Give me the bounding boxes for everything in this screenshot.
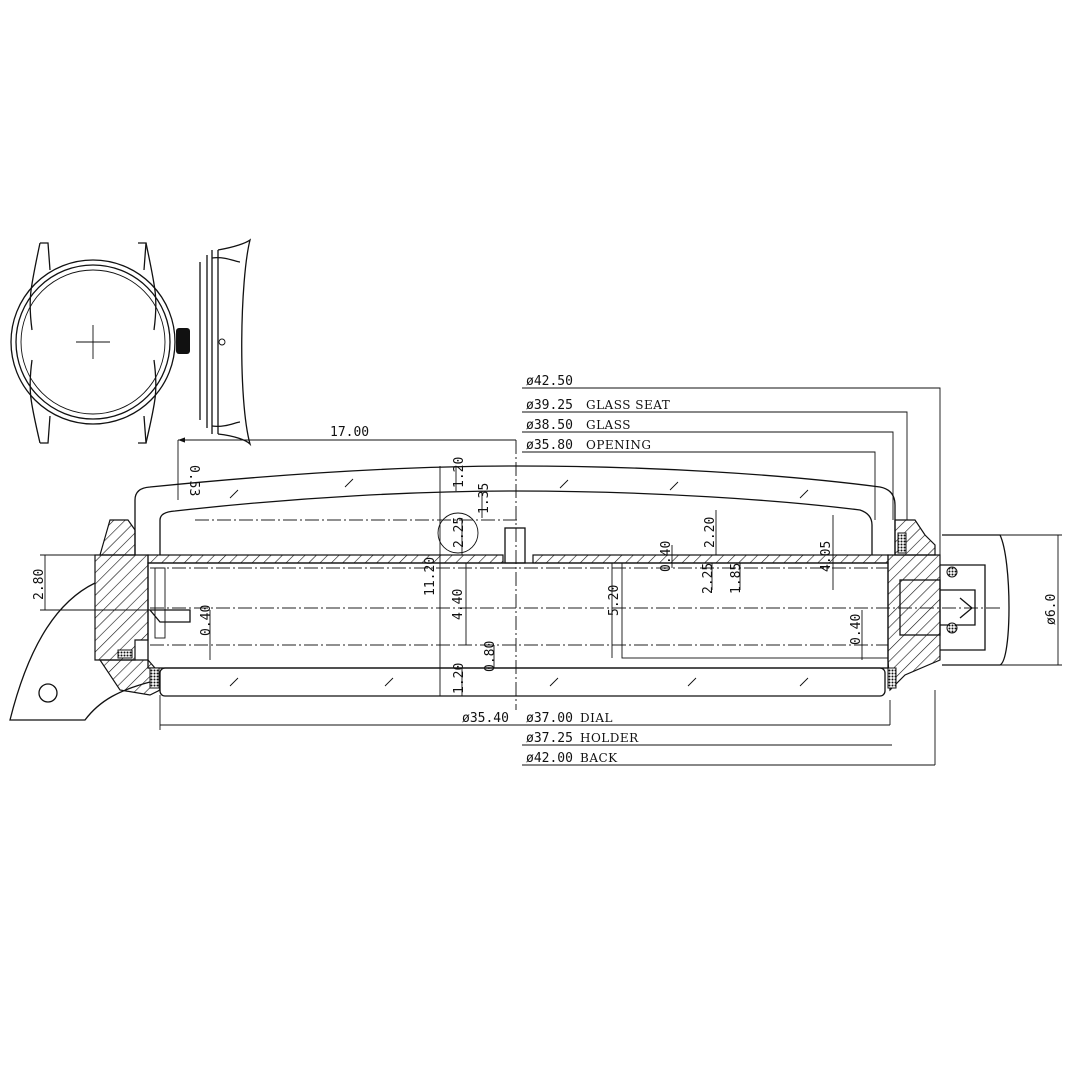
dim-movement-diameter: ø35.40 <box>462 711 509 726</box>
dim-glass-thickness: 1.20 <box>452 457 467 488</box>
dim-dial: ø37.00 <box>526 711 573 726</box>
dim-total-height: 11.20 <box>423 557 438 596</box>
dim-back: ø42.00 <box>526 751 573 766</box>
dim-glass-seat: ø39.25 <box>526 398 573 413</box>
dim-dial-gap: 2.25 <box>452 517 467 548</box>
dim-right-gap: 0.40 <box>849 614 864 645</box>
dim-glass-gap: 1.35 <box>477 483 492 514</box>
label-back: BACK <box>580 751 618 765</box>
side-view <box>199 238 252 447</box>
dim-seat-depth: 4.05 <box>819 541 834 572</box>
dim-back-thickness: 1.20 <box>452 663 467 694</box>
dim-movement-height: 4.40 <box>451 589 466 620</box>
dim-movement-total: 5.20 <box>607 585 622 616</box>
caseback <box>159 667 886 697</box>
dim-hands-clear: 2.25 <box>701 563 716 594</box>
dim-seat-height: 2.20 <box>703 517 718 548</box>
dim-back-gap: 0.80 <box>483 641 498 672</box>
dial-left <box>147 554 504 564</box>
case-outline <box>10 259 176 425</box>
dim-hands-height: 1.85 <box>729 563 744 594</box>
hand-stem <box>504 527 526 564</box>
dim-glass-angle: 0.53 <box>186 465 201 496</box>
dim-case-diameter: ø42.50 <box>526 374 573 389</box>
front-view <box>10 242 190 444</box>
dimension-lines <box>40 387 1062 766</box>
dim-glass: ø38.50 <box>526 418 573 433</box>
dim-dial-thickness: 0.40 <box>659 541 674 572</box>
detail-circle <box>437 512 479 554</box>
dim-half-width: 17.00 <box>330 425 369 440</box>
crown <box>942 534 1010 666</box>
case-left <box>9 519 161 721</box>
label-glass: GLASS <box>586 418 631 432</box>
dim-left-gap: 0.40 <box>199 605 214 636</box>
dial-right <box>532 554 889 564</box>
stem-detail <box>148 609 191 623</box>
label-opening: OPENING <box>586 438 652 452</box>
dim-case-side: 2.80 <box>32 569 47 600</box>
label-holder: HOLDER <box>580 731 639 745</box>
dim-opening: ø35.80 <box>526 438 573 453</box>
dim-holder: ø37.25 <box>526 731 573 746</box>
dim-crown-diameter: ø6.0 <box>1044 594 1059 625</box>
case-right <box>887 519 1010 692</box>
label-glass-seat: GLASS SEAT <box>586 398 670 412</box>
spring-bar-hole <box>38 683 58 703</box>
movement <box>147 562 889 669</box>
label-dial: DIAL <box>580 711 613 725</box>
crown-icon <box>176 328 190 354</box>
glass <box>134 465 896 687</box>
center-cross-icon <box>76 325 110 359</box>
